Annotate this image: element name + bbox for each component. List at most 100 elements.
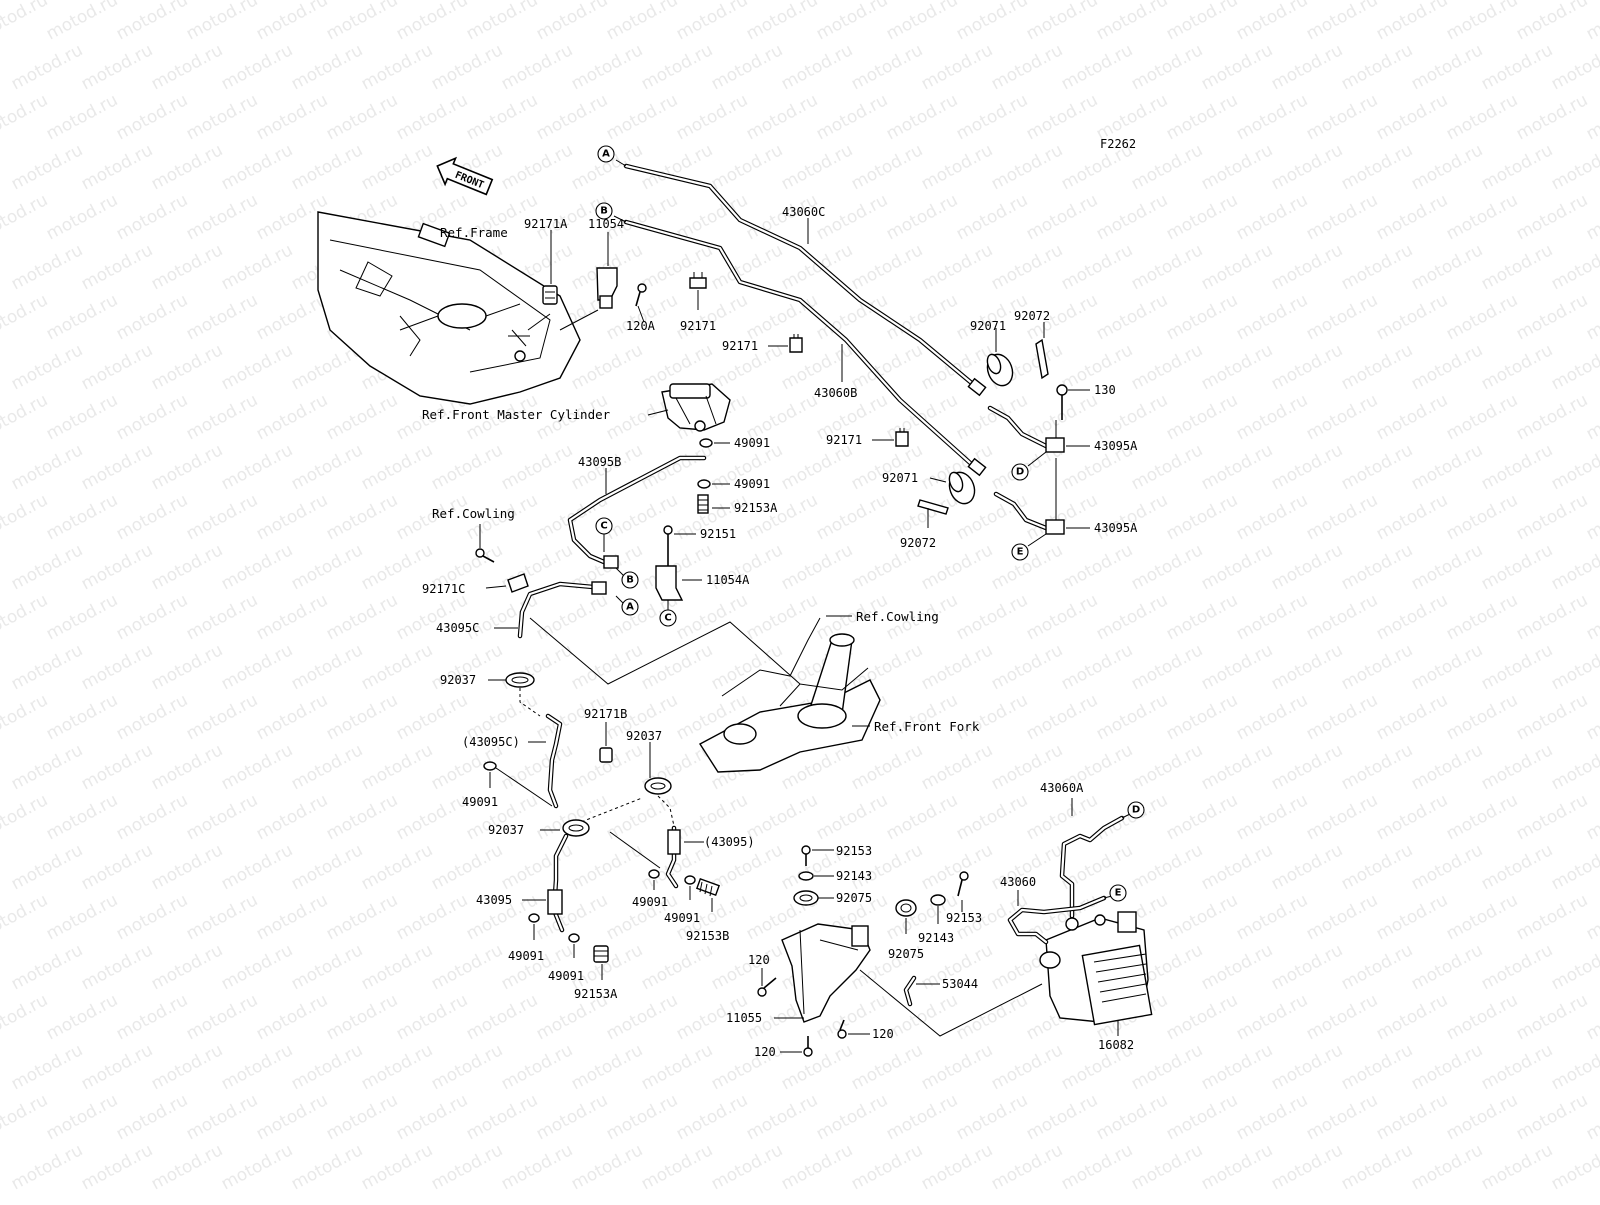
watermark-text: motod.ru: [8, 840, 86, 894]
watermark-text: motod.ru: [953, 990, 1031, 1044]
watermark-text: motod.ru: [428, 440, 506, 494]
watermark-text: motod.ru: [883, 190, 961, 244]
label-92143-a: 92143: [836, 869, 872, 883]
watermark-text: motod.ru: [218, 1040, 296, 1094]
watermark-text: motod.ru: [253, 290, 331, 344]
bolt-92153B: [695, 877, 721, 897]
label-49091-a: 49091: [734, 436, 770, 450]
watermark-text: motod.ru: [78, 140, 156, 194]
connector-b-mid: B: [615, 567, 639, 589]
label-92153-a: 92153: [836, 844, 872, 858]
watermark-text: motod.ru: [673, 90, 751, 144]
watermark-text: motod.ru: [113, 890, 191, 944]
ref-front-fork-label: Ref.Front Fork: [874, 719, 980, 734]
watermark-text: motod.ru: [1408, 1140, 1486, 1194]
watermark-text: motod.ru: [1548, 1040, 1600, 1094]
watermark-text: motod.ru: [253, 990, 331, 1044]
watermark-text: motod.ru: [8, 1040, 86, 1094]
watermark-text: motod.ru: [1093, 290, 1171, 344]
watermark-text: motod.ru: [78, 840, 156, 894]
svg-text:C: C: [600, 521, 607, 532]
watermark-text: motod.ru: [1548, 740, 1600, 794]
watermark-text: motod.ru: [253, 90, 331, 144]
watermark-text: motod.ru: [1408, 740, 1486, 794]
watermark-text: motod.ru: [1268, 140, 1346, 194]
bracket-11055: [781, 923, 871, 1023]
grommet-92075-b: [895, 899, 917, 917]
grommet-92071-top: [986, 353, 1014, 387]
watermark-text: motod.ru: [8, 940, 86, 994]
watermark-text: motod.ru: [218, 440, 296, 494]
watermark-text: motod.ru: [253, 390, 331, 444]
watermark-text: motod.ru: [1513, 90, 1591, 144]
grommet-92075-a: [793, 890, 819, 906]
watermark-text: motod.ru: [1303, 90, 1381, 144]
connector-b-top: B: [595, 202, 627, 223]
watermark-text: motod.ru: [218, 140, 296, 194]
watermark-text: motod.ru: [8, 40, 86, 94]
washer-49091-e: [684, 875, 696, 885]
watermark-text: motod.ru: [1338, 140, 1416, 194]
watermark-text: motod.ru: [1198, 40, 1276, 94]
svg-text:D: D: [1132, 805, 1140, 816]
watermark-text: motod.ru: [1093, 690, 1171, 744]
watermark-text: motod.ru: [1443, 1090, 1521, 1144]
label-92075-b: 92075: [888, 947, 924, 961]
watermark-text: motod.ru: [1128, 740, 1206, 794]
watermark-text: motod.ru: [358, 140, 436, 194]
watermark-text: motod.ru: [1198, 640, 1276, 694]
ref-master-cylinder-label: Ref.Front Master Cylinder: [422, 407, 611, 422]
watermark-text: motod.ru: [1163, 190, 1241, 244]
watermark-text: motod.ru: [1478, 1140, 1556, 1194]
watermark-text: motod.ru: [1303, 390, 1381, 444]
watermark-text: motod.ru: [0, 290, 51, 344]
connector-e-mid: E: [1011, 533, 1047, 561]
watermark-text: motod.ru: [1268, 740, 1346, 794]
watermark-text: motod.ru: [1513, 290, 1591, 344]
watermark-text: motod.ru: [1408, 840, 1486, 894]
watermark-text: motod.ru: [113, 790, 191, 844]
watermark-text: motod.ru: [1548, 1140, 1600, 1194]
watermark-text: motod.ru: [778, 40, 856, 94]
watermark-text: motod.ru: [1443, 690, 1521, 744]
watermark-text: motod.ru: [1513, 490, 1591, 544]
watermark-text: motod.ru: [1303, 290, 1381, 344]
connector-d-bot: D: [1121, 801, 1145, 819]
watermark-text: motod.ru: [778, 1040, 856, 1094]
label-43095A-bot: 43095A: [1094, 521, 1138, 535]
watermark-text: motod.ru: [148, 340, 226, 394]
watermark-text: motod.ru: [1478, 540, 1556, 594]
watermark-text: motod.ru: [1163, 890, 1241, 944]
fitting-43060C-end: [967, 377, 987, 397]
watermark-text: motod.ru: [148, 240, 226, 294]
label-16082: 16082: [1098, 1038, 1134, 1052]
watermark-text: motod.ru: [253, 490, 331, 544]
hose-43095A-top: [987, 405, 1065, 453]
watermark-text: motod.ru: [1513, 0, 1591, 44]
watermark-text: motod.ru: [323, 90, 401, 144]
watermark-text: motod.ru: [0, 690, 51, 744]
bolt-120-c: [803, 1036, 813, 1057]
watermark-text: motod.ru: [218, 940, 296, 994]
watermark-text: motod.ru: [1023, 90, 1101, 144]
watermark-text: motod.ru: [218, 340, 296, 394]
watermark-text: motod.ru: [113, 0, 191, 44]
watermark-text: motod.ru: [813, 1090, 891, 1144]
watermark-text: motod.ru: [848, 1040, 926, 1094]
watermark-text: motod.ru: [288, 940, 366, 994]
label-92143-b: 92143: [918, 931, 954, 945]
watermark-text: motod.ru: [393, 90, 471, 144]
watermark-text: motod.ru: [43, 790, 121, 844]
watermark-text: motod.ru: [323, 890, 401, 944]
watermark-text: motod.ru: [883, 690, 961, 744]
label-120A: 120A: [626, 319, 656, 333]
watermark-text: motod.ru: [708, 1140, 786, 1194]
watermark-text: motod.ru: [603, 90, 681, 144]
watermark-text: motod.ru: [113, 690, 191, 744]
connector-a-mid: A: [615, 595, 639, 616]
watermark-text: motod.ru: [43, 990, 121, 1044]
watermark-text: motod.ru: [323, 690, 401, 744]
label-92153A-top: 92153A: [734, 501, 778, 515]
watermark-text: motod.ru: [1443, 790, 1521, 844]
